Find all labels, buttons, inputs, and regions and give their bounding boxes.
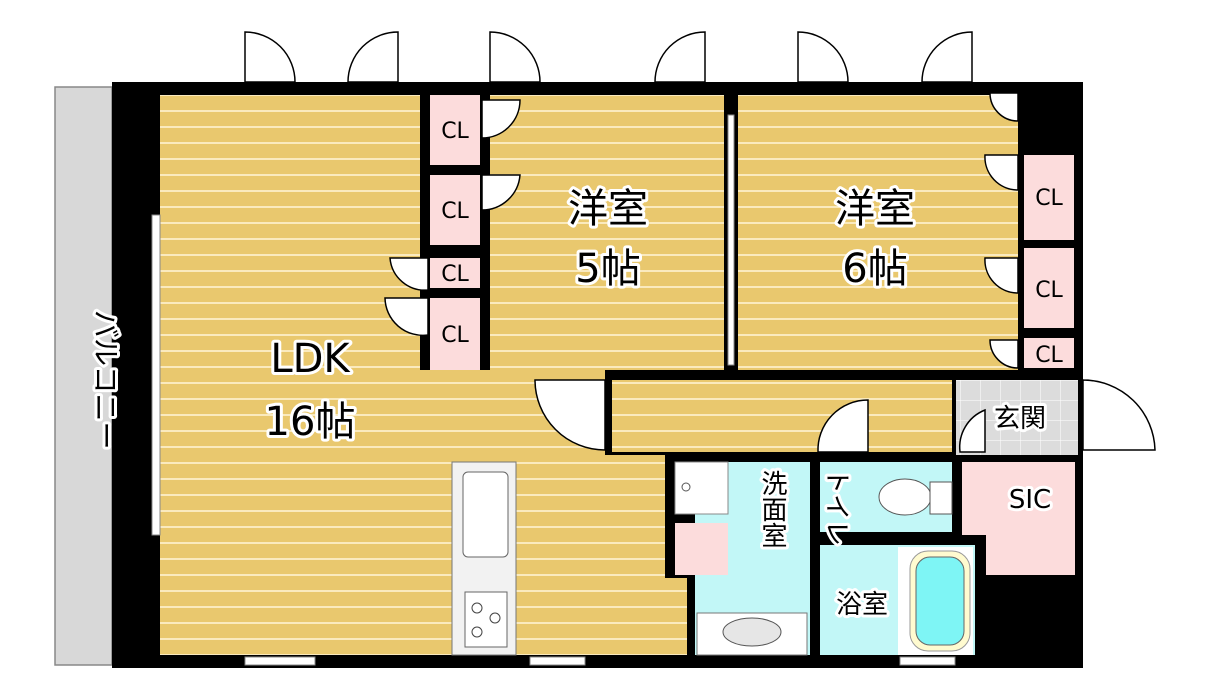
balcony <box>54 86 113 666</box>
balcony-label: バルコニー <box>89 310 122 449</box>
western5-size: 5帖 <box>575 246 640 292</box>
closet-label: CL <box>441 119 469 144</box>
closet-label: CL <box>441 199 469 224</box>
western-room-5-floor <box>490 95 724 370</box>
corridor-floor <box>612 380 952 452</box>
entrance-label: 玄関 <box>994 404 1046 434</box>
closet-label: CL <box>1035 186 1063 211</box>
western6-size: 6帖 <box>842 246 907 292</box>
sink-icon <box>722 617 782 647</box>
sic-label: SIC <box>1009 485 1051 515</box>
storage-pink <box>675 523 728 575</box>
western6-name: 洋室 <box>835 186 915 232</box>
kitchen-counter <box>451 461 517 656</box>
ldk-name: LDK <box>270 336 351 382</box>
closet-label: CL <box>1035 278 1063 303</box>
balcony-doors[interactable] <box>244 31 973 83</box>
western5-name: 洋室 <box>568 186 648 232</box>
closets-left <box>430 95 480 370</box>
closet-label: CL <box>441 323 469 348</box>
bathroom-label: 浴室 <box>836 590 888 620</box>
washer-space <box>674 461 729 515</box>
ldk-size: 16帖 <box>265 399 356 445</box>
closet-label: CL <box>1035 343 1063 368</box>
windows <box>151 114 956 666</box>
closet-label: CL <box>441 262 469 287</box>
closets-right <box>1024 155 1074 368</box>
washroom-label: 洗面室 <box>757 470 787 548</box>
ldk-floor <box>160 95 687 655</box>
toilet-icon <box>878 478 953 516</box>
toilet-label: トイレ <box>821 468 851 546</box>
interior-doors[interactable] <box>384 92 1156 453</box>
western-room-6-floor <box>738 95 1018 370</box>
